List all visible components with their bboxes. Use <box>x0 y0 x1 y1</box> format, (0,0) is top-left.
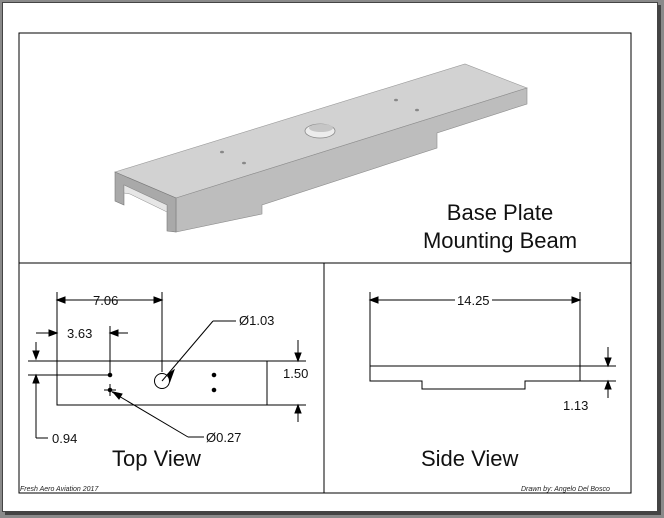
dim-top-offset: 3.63 <box>67 326 93 341</box>
footer-author: Drawn by: Angelo Del Bosco <box>521 486 610 493</box>
top-view-label: Top View <box>112 446 201 471</box>
footer-company: Fresh Aero Aviation 2017 <box>20 486 99 493</box>
side-view-label: Side View <box>421 446 519 471</box>
isometric-beam-render <box>114 63 528 233</box>
top-view-drawing <box>28 292 306 439</box>
side-view-drawing <box>368 292 616 398</box>
drawing-title-line1: Base Plate <box>446 200 554 225</box>
dim-width: 1.50 <box>283 366 309 381</box>
dim-top-overall: 7.06 <box>93 293 119 308</box>
dim-hole-small: Ø0.27 <box>206 430 242 445</box>
dim-height: 1.13 <box>563 398 589 413</box>
drawing-title-line2: Mounting Beam <box>422 228 578 253</box>
dim-length: 14.25 <box>455 293 492 308</box>
dim-edge: 0.94 <box>52 431 78 446</box>
dim-hole-large: Ø1.03 <box>239 313 275 328</box>
drawing-sheet <box>2 2 658 512</box>
